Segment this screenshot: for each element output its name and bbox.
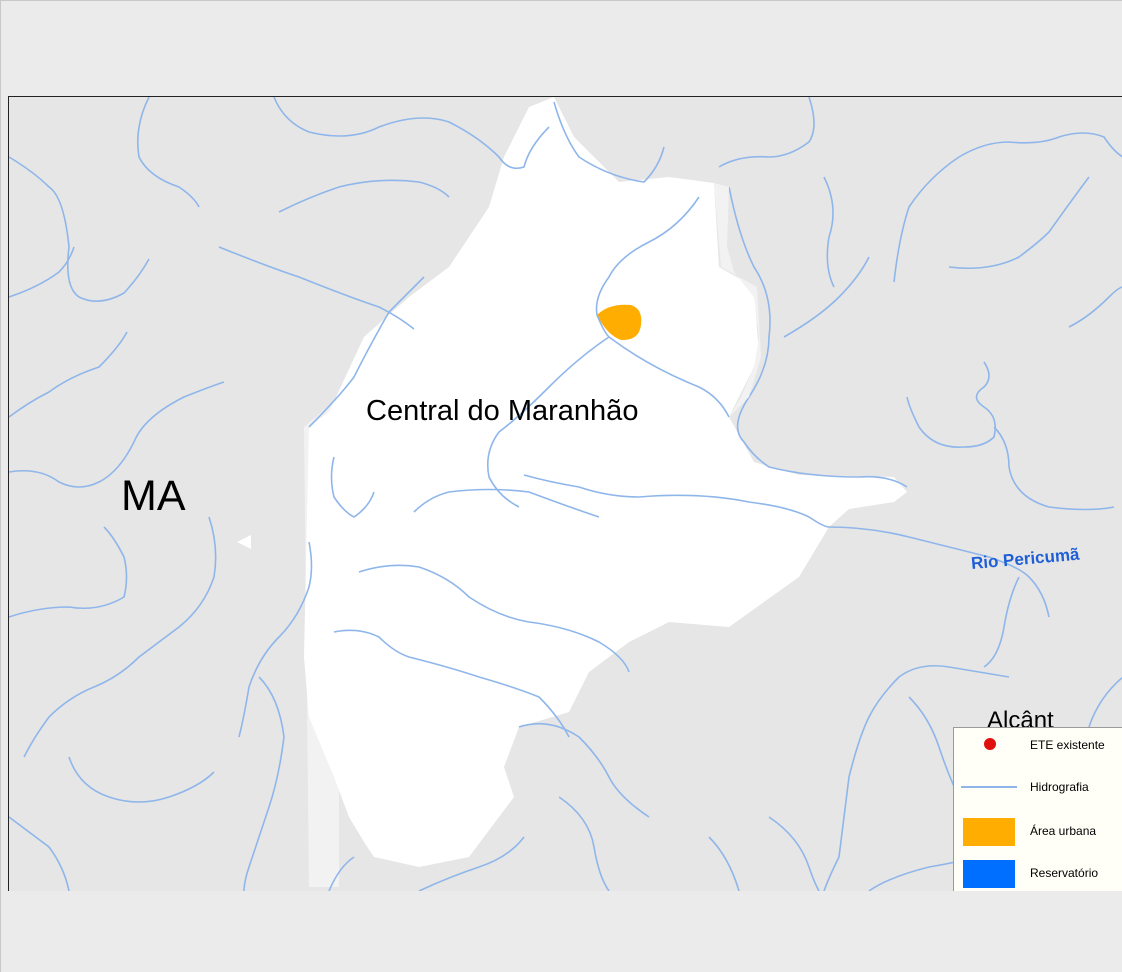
municipality-area — [304, 97, 907, 867]
legend-label: Reservatório — [1030, 866, 1099, 880]
state-label: MA — [121, 472, 186, 520]
legend-item-ete: ETE existente — [954, 730, 1122, 760]
urban-fill-icon — [959, 816, 1019, 846]
map-canvas[interactable]: Central do Maranhão MA Alcânt Rio Pericu… — [8, 96, 1122, 891]
legend-item-reservatorio: Reservatório — [954, 858, 1122, 888]
legend-label: Área urbana — [1030, 824, 1097, 838]
municipality-label: Central do Maranhão — [366, 395, 639, 427]
map-legend: ETE existente Hidrografia Área urbana Re… — [953, 727, 1122, 891]
line-icon — [959, 772, 1019, 802]
reservoir-fill-icon — [959, 858, 1019, 888]
map-svg — [9, 97, 1122, 891]
legend-label: ETE existente — [1030, 738, 1105, 752]
legend-label: Hidrografia — [1030, 780, 1089, 794]
hydrography-lines — [9, 97, 1122, 891]
neighbor-patch — [714, 183, 761, 417]
red-dot-icon — [959, 730, 1019, 760]
urban-area — [597, 304, 642, 341]
white-patch — [237, 535, 251, 549]
legend-item-area-urbana: Área urbana — [954, 816, 1122, 846]
legend-item-hidrografia: Hidrografia — [954, 772, 1122, 802]
